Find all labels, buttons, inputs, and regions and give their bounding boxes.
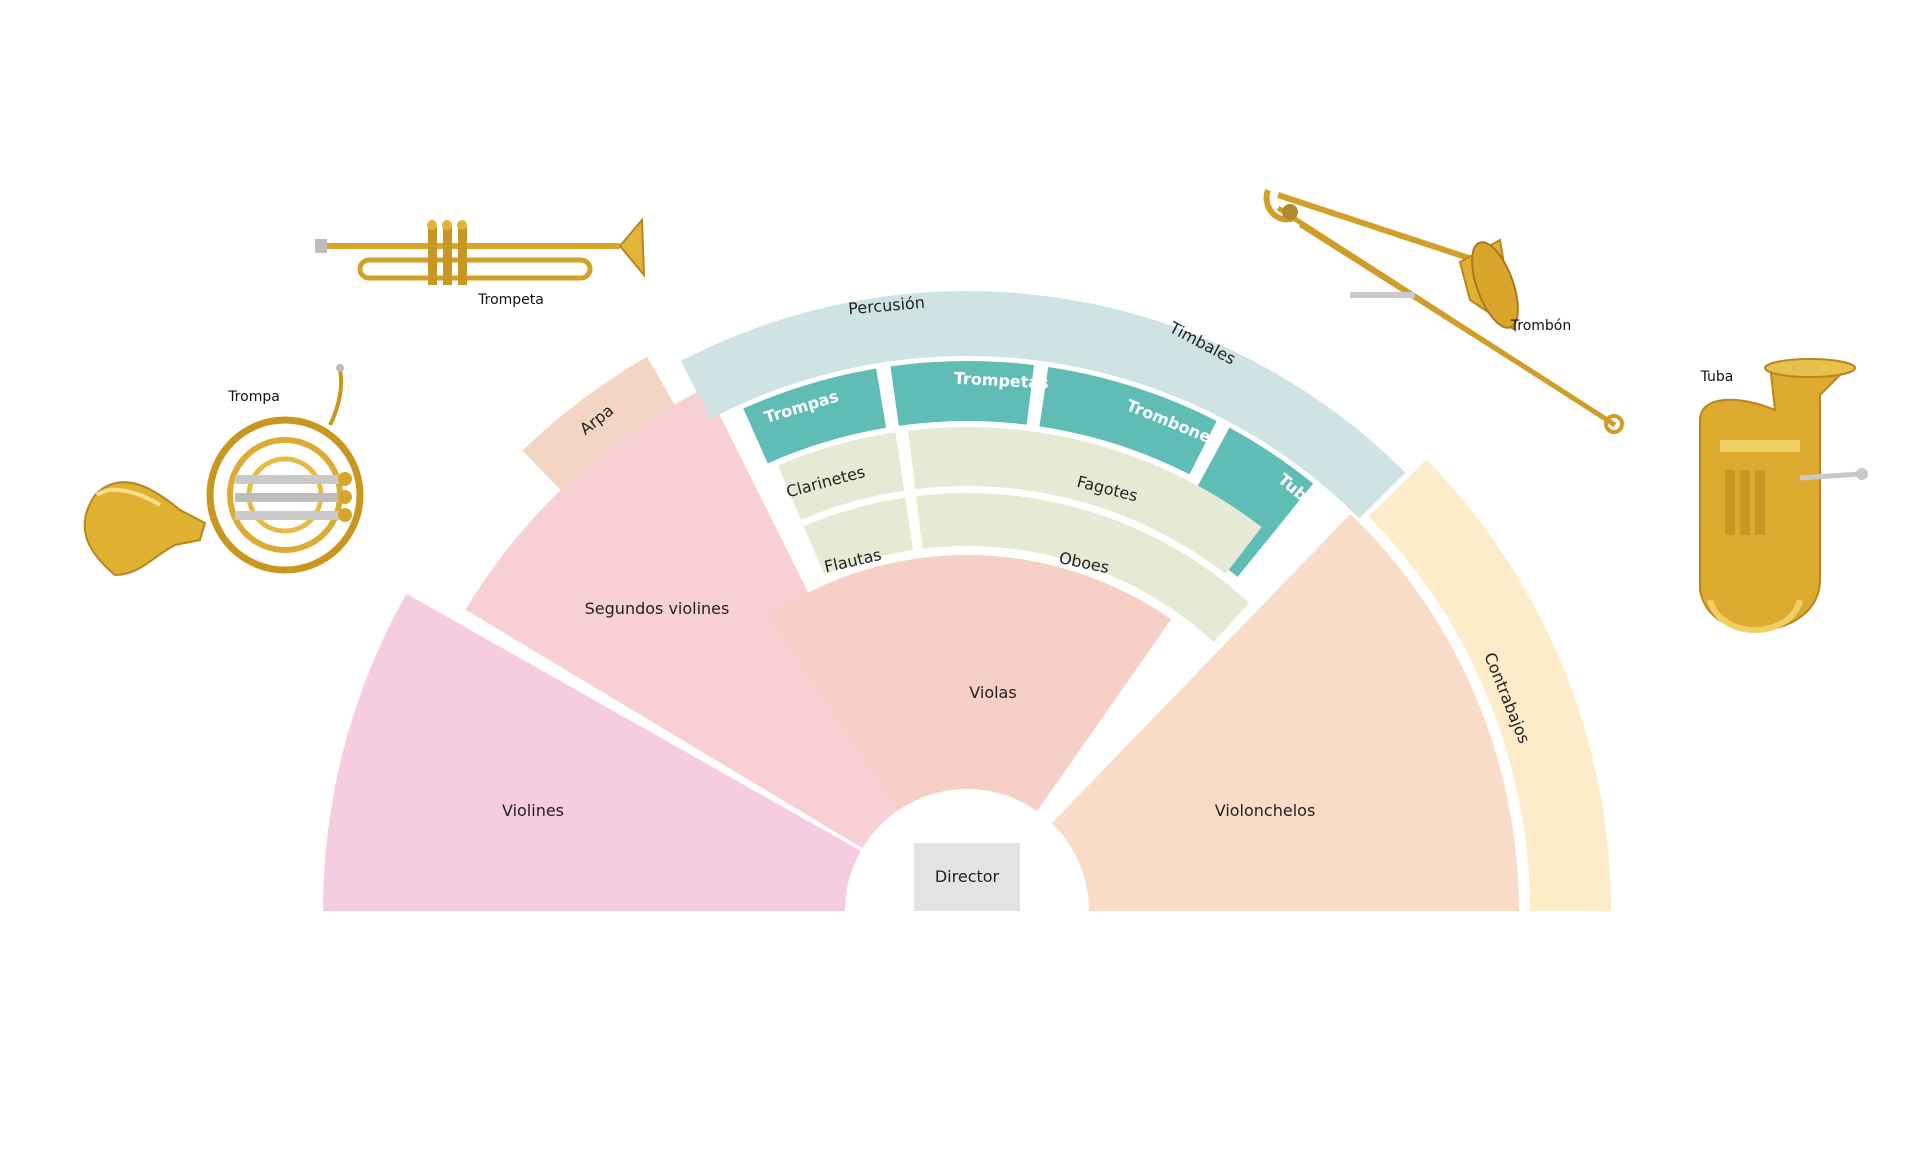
trombon-label: Trombón — [1510, 318, 1571, 334]
trompas-segment — [743, 368, 887, 464]
violas-segment — [767, 555, 1172, 812]
trumpet-icon — [315, 217, 646, 285]
segundos-violines-label: Segundos violines — [585, 599, 730, 618]
trompetas-segment — [890, 361, 1035, 426]
oboes-segment — [916, 492, 1250, 642]
trompa-label: Trompa — [227, 389, 280, 405]
clarinetes-segment — [777, 432, 905, 520]
violas-label: Violas — [969, 683, 1016, 702]
violines-label: Violines — [502, 801, 564, 820]
french-horn-icon — [83, 364, 364, 577]
tuba-label: Tuba — [1700, 369, 1734, 385]
segundos-violines-segment — [465, 387, 913, 849]
director-label: Director — [935, 867, 1000, 886]
arpa-segment — [522, 356, 675, 491]
violines-segment — [323, 593, 861, 911]
contrabajos-segment — [1368, 459, 1611, 911]
trombones-segment — [1039, 367, 1217, 475]
trompeta-label: Trompeta — [477, 292, 544, 308]
tuba-icon — [1699, 358, 1868, 633]
violonchelos-segment — [1051, 513, 1519, 911]
flautas-segment — [803, 497, 914, 576]
violonchelos-label: Violonchelos — [1215, 801, 1316, 820]
fagotes-segment — [908, 427, 1262, 574]
trombone-icon — [1263, 188, 1624, 434]
trompetas-label: Trompetas — [953, 369, 1049, 393]
percusion-band — [680, 291, 1406, 519]
director-podium — [914, 843, 1020, 911]
